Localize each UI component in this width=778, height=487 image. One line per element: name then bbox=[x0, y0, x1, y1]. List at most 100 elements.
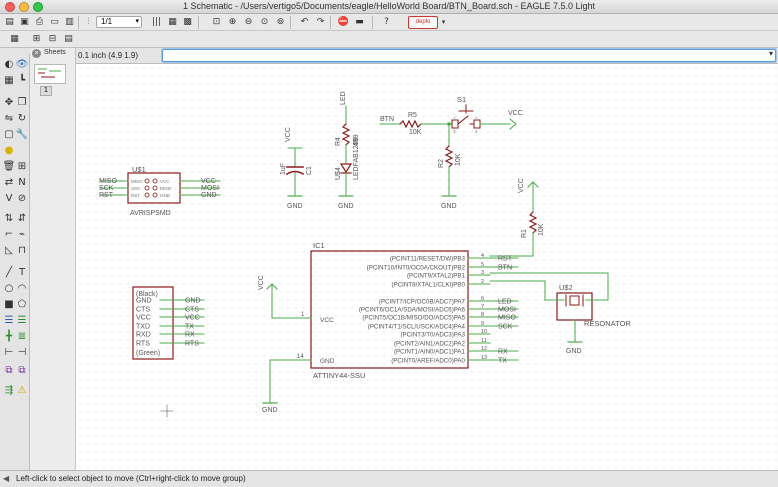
use-icon[interactable]: ⫶ bbox=[87, 17, 90, 27]
delete-icon[interactable]: 🗑 bbox=[2, 160, 16, 172]
reset-pullup[interactable]: VCC R1 10K bbox=[489, 178, 545, 257]
errc-icon[interactable]: ⧉ bbox=[18, 364, 26, 376]
minimize-window-button[interactable] bbox=[19, 2, 29, 12]
led-branch[interactable]: LED R4 499 U$4 LEDFAB1206 GND bbox=[335, 91, 360, 210]
pin-label: MISO bbox=[131, 179, 143, 184]
close-window-button[interactable] bbox=[5, 2, 15, 12]
text-icon[interactable]: T bbox=[18, 266, 26, 278]
zoom-select-icon[interactable]: ⊚ bbox=[276, 17, 285, 27]
deplog-button[interactable]: deplo bbox=[408, 16, 438, 29]
mirror-icon[interactable]: ⇋ bbox=[4, 112, 14, 124]
mcu-pin-label: (PCINT6/OC1A/SDA/MOSI/ADC6)PA6 bbox=[359, 307, 466, 314]
sheet-thumbnail[interactable] bbox=[34, 64, 66, 84]
mcu-pin-label: (PCINT8/XTAL1/CLKI)PB0 bbox=[392, 282, 466, 289]
save-icon[interactable]: ▣ bbox=[20, 17, 29, 27]
sheet-number[interactable]: 1 bbox=[40, 86, 52, 96]
icsp-header[interactable]: U$1 AVRISPSMD MISO SCK RST VCC MOSI GND … bbox=[99, 165, 221, 217]
open-icon[interactable]: ▤ bbox=[5, 17, 14, 27]
display-layers-icon[interactable]: ▦ bbox=[4, 74, 14, 86]
gateswap-icon[interactable]: ⇵ bbox=[17, 212, 27, 224]
mcu-gnd-pin: 14 bbox=[297, 354, 304, 360]
help-icon[interactable]: ? bbox=[384, 17, 389, 27]
cap-supply: VCC bbox=[285, 127, 292, 142]
zoom-out-icon[interactable]: ⊖ bbox=[244, 17, 253, 27]
mcu-pin-number: 5 bbox=[481, 262, 484, 268]
button-branch[interactable]: BTN R5 10K S1 1 2 3 4 VCC R2 10K GND bbox=[379, 95, 523, 210]
info-icon[interactable]: ◐ bbox=[4, 58, 14, 70]
capacitor-c1[interactable]: VCC 1uF C1 GND bbox=[280, 127, 313, 210]
chevron-down-icon: ▾ bbox=[135, 18, 139, 25]
split-icon[interactable]: ⌐ bbox=[4, 228, 14, 240]
zoom-in-icon[interactable]: ⊕ bbox=[228, 17, 237, 27]
replace-icon[interactable]: ⇄ bbox=[4, 176, 14, 188]
grid-icon[interactable]: ▦ bbox=[10, 34, 19, 44]
ftdi-pin-label: TXD bbox=[136, 324, 150, 331]
pinswap-icon[interactable]: ⇅ bbox=[4, 212, 14, 224]
rect-icon[interactable]: ■ bbox=[4, 298, 14, 310]
show-icon[interactable]: 👁 bbox=[15, 58, 29, 70]
label-icon[interactable]: ≣ bbox=[17, 330, 27, 342]
group-icon[interactable]: ▢ bbox=[4, 128, 14, 140]
value-icon[interactable]: V bbox=[5, 192, 13, 204]
mark-icon[interactable]: ┗ bbox=[18, 74, 26, 86]
polygon-icon[interactable]: ⬠ bbox=[17, 298, 27, 310]
undo-icon[interactable]: ↶ bbox=[300, 17, 309, 27]
junction-icon[interactable]: ╋ bbox=[5, 330, 13, 342]
frame-icon[interactable]: ⧉ bbox=[5, 364, 13, 376]
zoom-window-button[interactable] bbox=[33, 2, 43, 12]
window-title: 1 Schematic - /Users/vertigo5/Documents/… bbox=[182, 1, 596, 11]
change-icon[interactable]: 🔧 bbox=[15, 128, 29, 140]
erc-icon[interactable]: ⇶ bbox=[4, 384, 14, 396]
miter-icon[interactable]: ◺ bbox=[5, 244, 13, 256]
cap-name: C1 bbox=[306, 166, 313, 175]
invoke-icon[interactable]: ⊓ bbox=[18, 244, 26, 256]
go-icon[interactable]: ▬ bbox=[355, 17, 364, 27]
switch-pin: 3 bbox=[453, 129, 456, 134]
display-icon[interactable]: ⊟ bbox=[48, 34, 57, 44]
copy-icon[interactable]: ❐ bbox=[17, 96, 27, 108]
arc-icon[interactable]: ◠ bbox=[17, 282, 27, 294]
stop-icon[interactable]: ⛔ bbox=[337, 17, 350, 27]
dimension-icon[interactable]: ⊣ bbox=[17, 346, 27, 358]
redo-icon[interactable]: ↷ bbox=[316, 17, 325, 27]
command-input[interactable]: ▾ bbox=[162, 49, 776, 62]
wire-icon[interactable]: ╱ bbox=[5, 266, 13, 278]
mcu-pin-label: (PCINT11/RESET/DW)PB3 bbox=[390, 256, 466, 263]
schematic-canvas[interactable]: U$1 AVRISPSMD MISO SCK RST VCC MOSI GND … bbox=[76, 64, 778, 470]
smash-icon[interactable]: ⊘ bbox=[17, 192, 27, 204]
circle-icon[interactable]: ○ bbox=[4, 282, 14, 294]
add-icon[interactable]: ⊞ bbox=[17, 160, 27, 172]
name-icon[interactable]: N bbox=[18, 176, 26, 188]
mcu-pin-number: 11 bbox=[481, 338, 487, 344]
icsp-name: U$1 bbox=[132, 165, 146, 174]
paste-icon[interactable]: ● bbox=[4, 144, 14, 156]
cam-icon[interactable]: ▭ bbox=[50, 17, 59, 27]
optimize-icon[interactable]: ⌁ bbox=[18, 228, 26, 240]
net-label: VCC bbox=[201, 178, 216, 185]
ulp-icon[interactable]: ▦ bbox=[168, 17, 177, 27]
cam-processor-icon[interactable]: ▩ bbox=[183, 17, 192, 27]
chevron-down-icon[interactable]: ▾ bbox=[768, 49, 773, 58]
mcu-pin-label: (PCINT5/OC1B/MISO/DO/ADC5)PA5 bbox=[362, 315, 465, 322]
zoom-fit-icon[interactable]: ⊡ bbox=[212, 17, 221, 27]
rotate-icon[interactable]: ↻ bbox=[17, 112, 27, 124]
resonator[interactable]: U$2 RESONATOR GND bbox=[544, 283, 631, 355]
mcu-ic1[interactable]: IC1 ATTINY44-SSU VCC GND VCC 1 GND 14 (P… bbox=[258, 241, 609, 414]
layer-settings-icon[interactable]: ⊞ bbox=[32, 34, 41, 44]
net-icon[interactable]: ☰ bbox=[17, 314, 27, 326]
chevron-down-icon[interactable]: ▾ bbox=[441, 18, 446, 26]
zoom-redraw-icon[interactable]: ⊙ bbox=[260, 17, 269, 27]
script-icon[interactable]: ||| bbox=[151, 17, 162, 27]
sheet-select[interactable]: 1/1 ▾ bbox=[96, 16, 142, 28]
board-icon[interactable]: ▥ bbox=[65, 17, 74, 27]
attribute-icon[interactable]: ⊢ bbox=[4, 346, 14, 358]
layer-icon[interactable]: ▤ bbox=[64, 34, 73, 44]
bus-icon[interactable]: ☰ bbox=[4, 314, 14, 326]
errors-icon[interactable]: ⚠ bbox=[17, 384, 27, 396]
print-icon[interactable]: ⎙ bbox=[35, 17, 44, 27]
close-icon[interactable]: × bbox=[32, 49, 41, 58]
btn-gnd: GND bbox=[441, 203, 457, 210]
move-icon[interactable]: ✥ bbox=[4, 96, 14, 108]
